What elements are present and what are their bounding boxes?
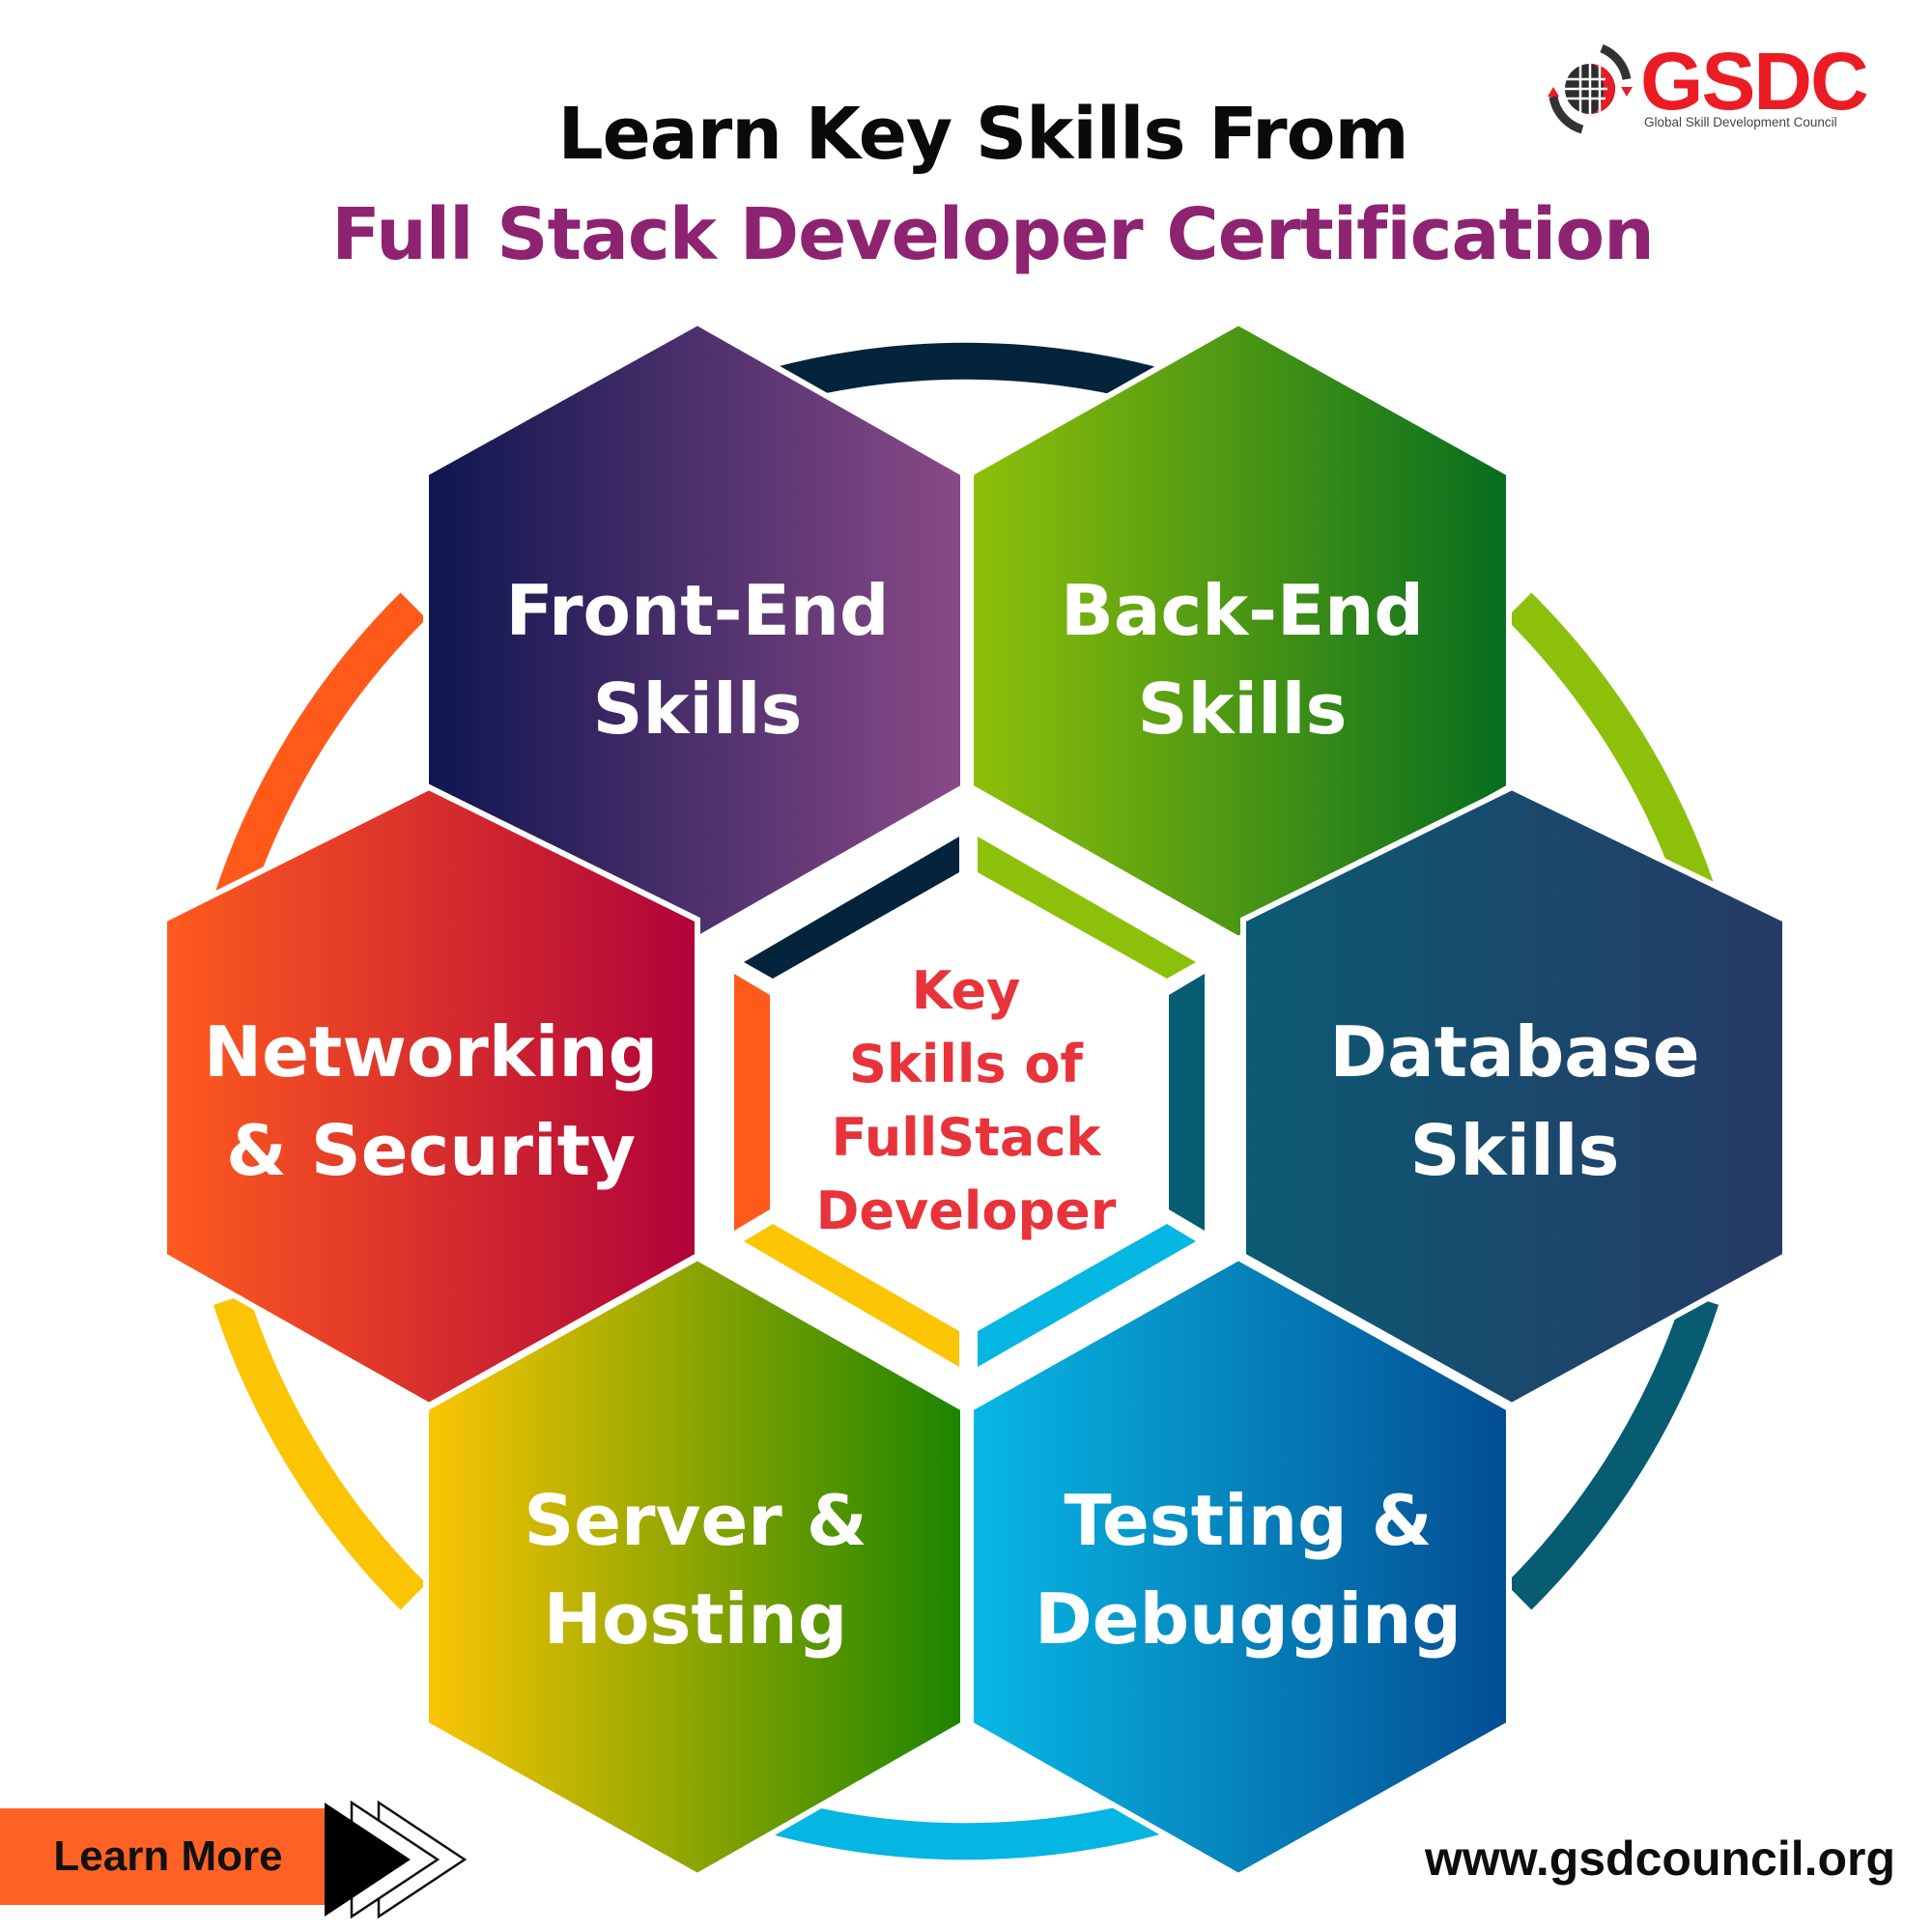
skill-label-line: Networking [203,1011,659,1093]
skill-testing[interactable]: Testing & Debugging [1035,1471,1462,1668]
center-border-right [1169,974,1205,1231]
center-hex [724,823,1208,1379]
center-label-line: Skills of [849,1034,1083,1094]
center-border-left [734,974,770,1231]
outer-ring [213,342,1719,1861]
page-subtitle: Full Stack Developer Certification [331,193,1655,276]
hex-server [423,1254,966,1880]
skill-label-line: Testing & [1064,1480,1433,1561]
center-label-line: FullStack [831,1107,1101,1168]
website-url[interactable]: www.gsdcouncil.org [1425,1832,1896,1886]
skill-label-line: Back-End [1061,570,1424,651]
skill-label-line: Skills [1409,1110,1620,1191]
page-title: Learn Key Skills From [557,93,1408,176]
ring-segment-top [761,342,1171,407]
skill-label-line: Hosting [543,1578,848,1660]
logo-wordmark: GSDC [1640,36,1869,127]
center-border-bottom-right [978,1224,1196,1367]
center-label: Key Skills of FullStack Developer [816,954,1117,1248]
center-hex-border [734,837,1205,1367]
logo-subtitle: Global Skill Development Council [1644,115,1837,129]
skill-label-line: Front-End [505,570,890,651]
center-border-bottom-left [744,1224,959,1367]
center-label-line: Key [911,960,1021,1021]
learn-more-button[interactable]: Learn More [0,1808,327,1905]
skill-label-line: Skills [1137,668,1348,750]
learn-more-label: Learn More [53,1833,283,1880]
ring-segment-upper-right [1505,592,1719,909]
ring-segment-bottom [761,1796,1171,1861]
ring-segment-upper-left [213,592,427,909]
hex-testing [968,1254,1512,1880]
gsdc-logo[interactable]: GSDC Global Skill Development Council [1544,36,1869,137]
skill-front-end[interactable]: Front-End Skills [505,561,889,758]
center-border-top-left [744,837,959,979]
skill-server[interactable]: Server & Hosting [524,1471,867,1668]
skill-database[interactable]: Database Skills [1329,1003,1699,1200]
triple-chevron-right-icon[interactable] [325,1797,479,1922]
ring-segment-lower-right [1505,1293,1719,1610]
ring-segment-lower-left [213,1293,427,1610]
skill-label-line: Skills [592,668,803,750]
center-border-top-right [978,837,1196,979]
skill-label-line: Server & [524,1480,867,1561]
skill-label-line: & Security [225,1110,637,1191]
hex-database [1240,783,1788,1409]
hex-back-end [968,319,1512,943]
globe-icon [1548,43,1633,134]
skill-label-line: Debugging [1035,1578,1462,1660]
skill-label-line: Database [1329,1011,1700,1093]
skill-back-end[interactable]: Back-End Skills [1061,561,1424,758]
skill-networking[interactable]: Networking & Security [204,1003,658,1200]
center-label-line: Developer [815,1180,1117,1241]
